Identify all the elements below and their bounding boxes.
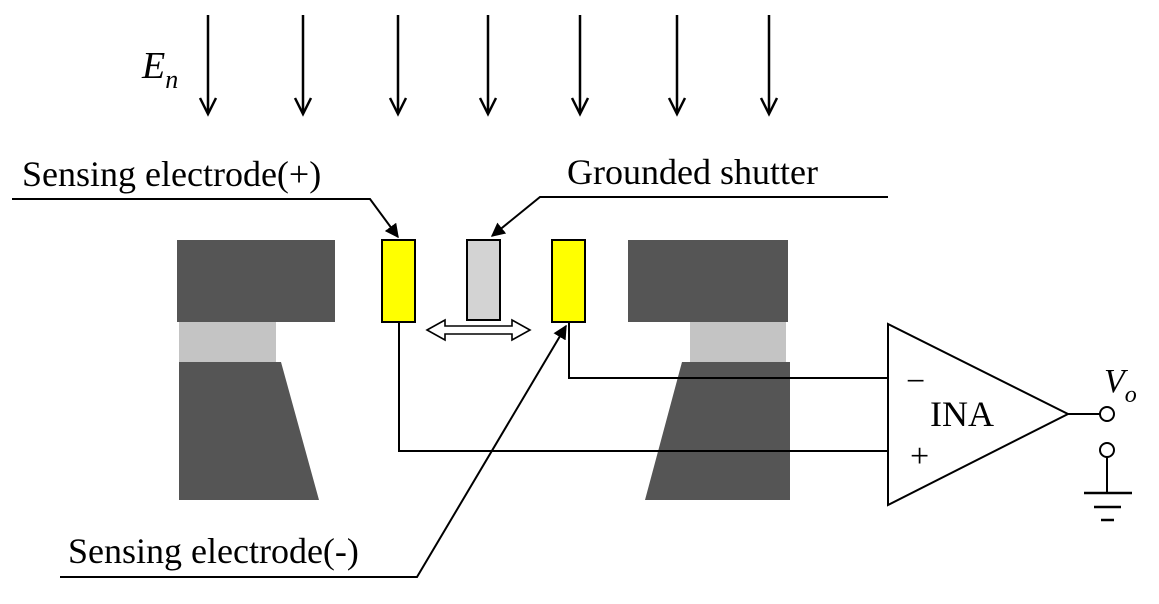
left-stator-top — [177, 240, 335, 322]
field-arrow-head — [667, 97, 687, 117]
leader-sensing-pos — [12, 198, 399, 239]
shutter-motion-arrow — [425, 318, 532, 342]
ground-terminal — [1099, 442, 1115, 458]
left-stator — [177, 240, 335, 500]
field-arrow-head — [759, 97, 779, 117]
wire-neg-electrode — [568, 322, 888, 379]
ina-amplifier — [887, 322, 1071, 507]
field-arrow-head — [198, 97, 218, 117]
ina-label: INA — [930, 394, 994, 434]
field-arrow-head — [570, 97, 590, 117]
output-voltage-label: Vo — [1104, 363, 1137, 408]
label-grounded-shutter: Grounded shutter — [567, 152, 818, 192]
left-stator-base — [179, 362, 319, 500]
field-arrows — [198, 15, 779, 117]
right-stator-insulator — [690, 322, 786, 362]
ina-plus-label: + — [910, 438, 929, 475]
ground-icon — [1084, 491, 1132, 522]
right-stator — [628, 240, 790, 500]
right-stator-top — [628, 240, 788, 322]
left-stator-insulator — [179, 322, 276, 362]
sensing-electrode-neg — [551, 239, 586, 323]
field-arrow-head — [478, 97, 498, 117]
label-sensing-electrode-pos: Sensing electrode(+) — [22, 154, 321, 194]
field-arrow-head — [293, 97, 313, 117]
sensing-electrode-pos — [381, 239, 416, 323]
field-arrow-head — [388, 97, 408, 117]
wire-pos-electrode — [398, 322, 888, 452]
leader-sensing-neg — [60, 324, 567, 578]
label-sensing-electrode-neg: Sensing electrode(-) — [68, 531, 359, 571]
field-label: En — [141, 45, 178, 94]
ina-minus-label: − — [906, 363, 925, 400]
right-stator-base — [645, 362, 790, 500]
output-terminal — [1099, 406, 1115, 422]
grounded-shutter — [466, 239, 501, 321]
leader-grounded-shutter — [490, 196, 888, 237]
